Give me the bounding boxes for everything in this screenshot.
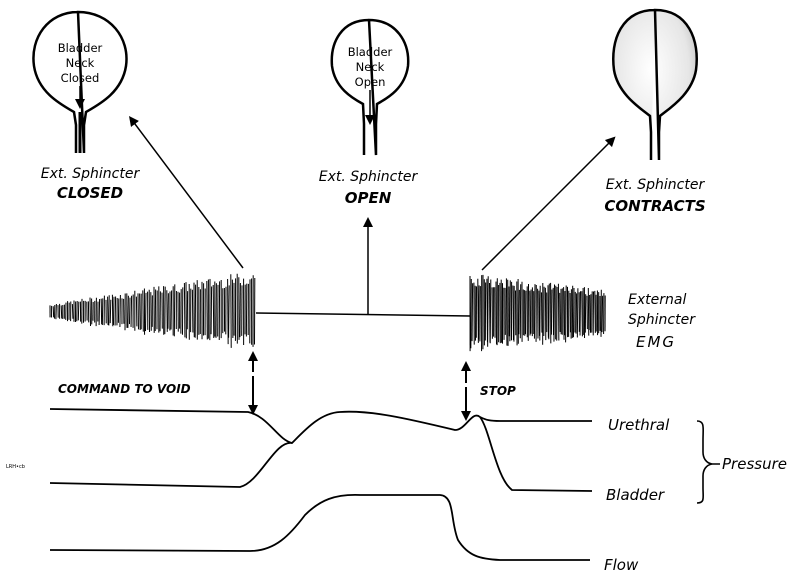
emg-spike <box>127 295 129 328</box>
emg-spike <box>518 289 520 335</box>
emg-spike <box>109 299 112 324</box>
emg-spike <box>139 293 141 331</box>
emg-spike <box>601 295 604 333</box>
emg-spike <box>212 285 215 338</box>
bladder-closed-label-3: Closed <box>61 71 100 85</box>
bladder-open: Bladder Neck Open <box>330 18 410 156</box>
emg-burst-right <box>469 274 606 352</box>
emg-label-1: External <box>628 292 686 308</box>
emg-spike <box>487 276 489 347</box>
emg-spike <box>548 283 550 340</box>
urethral-trace-part <box>49 408 593 492</box>
emg-spike <box>191 289 194 333</box>
bladder-contracts <box>612 8 698 161</box>
emg-label-3: EMG <box>636 333 676 351</box>
sphincter-open-line1: Ext. Sphincter <box>319 169 419 185</box>
bladder-trace-start <box>49 442 293 488</box>
emg-spike <box>533 284 536 339</box>
emg-spike <box>489 279 492 344</box>
emg-spike <box>71 304 74 319</box>
bladder-trace-label: Bladder <box>606 486 665 504</box>
flow-label: Flow <box>604 556 639 572</box>
emg-spike <box>128 297 131 325</box>
arrow-to-contracts <box>481 136 616 271</box>
urethral-label: Urethral <box>608 416 670 434</box>
emg-spike <box>55 304 57 320</box>
bladder-open-label-1: Bladder <box>348 45 393 59</box>
bladder-closed-outline <box>32 10 128 154</box>
sphincter-closed-line2: CLOSED <box>57 184 123 202</box>
emg-spike <box>594 290 596 333</box>
pressure-brace <box>696 420 713 504</box>
pressure-label: Pressure <box>722 455 787 473</box>
emg-spike <box>227 278 229 345</box>
urethral-tail <box>479 416 592 422</box>
arrow-to-closed <box>129 116 244 269</box>
emg-spike <box>505 278 508 346</box>
sphincter-contracts-line2: CONTRACTS <box>604 197 705 215</box>
emg-label-2: Sphincter <box>628 312 696 328</box>
emg-spike <box>112 296 115 326</box>
emg-baseline <box>255 312 471 317</box>
emg-spike <box>565 285 567 343</box>
bladder-closed: Bladder Neck Closed <box>32 10 128 154</box>
emg-burst-left <box>49 273 256 348</box>
emg-spike <box>572 287 575 338</box>
emg-spike <box>183 283 186 338</box>
stop-label: STOP <box>480 384 516 398</box>
emg-spike <box>538 290 540 336</box>
bladder-open-outline <box>330 18 410 156</box>
bladder-open-label-2: Neck <box>356 60 385 74</box>
bladder-contracts-outline <box>612 8 698 161</box>
flow-trace <box>49 494 590 561</box>
bladder-open-label-3: Open <box>355 75 386 89</box>
bladder-closed-label-1: Bladder <box>58 41 103 55</box>
sphincter-open-line2: OPEN <box>345 189 392 207</box>
emg-spike <box>114 296 117 326</box>
emg-spike <box>206 281 208 340</box>
emg-spike <box>553 284 555 342</box>
emg-spike <box>575 293 578 334</box>
emg-spike <box>144 292 147 332</box>
emg-spike <box>130 295 133 327</box>
bladder-closed-label-2: Neck <box>66 56 95 70</box>
artist-mark: LRH•cb <box>6 464 25 470</box>
emg-spike <box>581 291 583 337</box>
emg-spike <box>60 305 63 319</box>
emg-spike <box>576 288 579 338</box>
emg-spike <box>471 283 474 342</box>
sphincter-closed-line1: Ext. Sphincter <box>41 166 141 182</box>
sphincter-contracts-line1: Ext. Sphincter <box>606 177 706 193</box>
emg-spike <box>228 285 230 338</box>
emg-spike <box>170 290 173 330</box>
emg-spike <box>210 286 213 335</box>
emg-spike <box>89 297 92 327</box>
command-to-void-label: COMMAND TO VOID <box>58 382 191 396</box>
emg-spike <box>512 285 514 341</box>
